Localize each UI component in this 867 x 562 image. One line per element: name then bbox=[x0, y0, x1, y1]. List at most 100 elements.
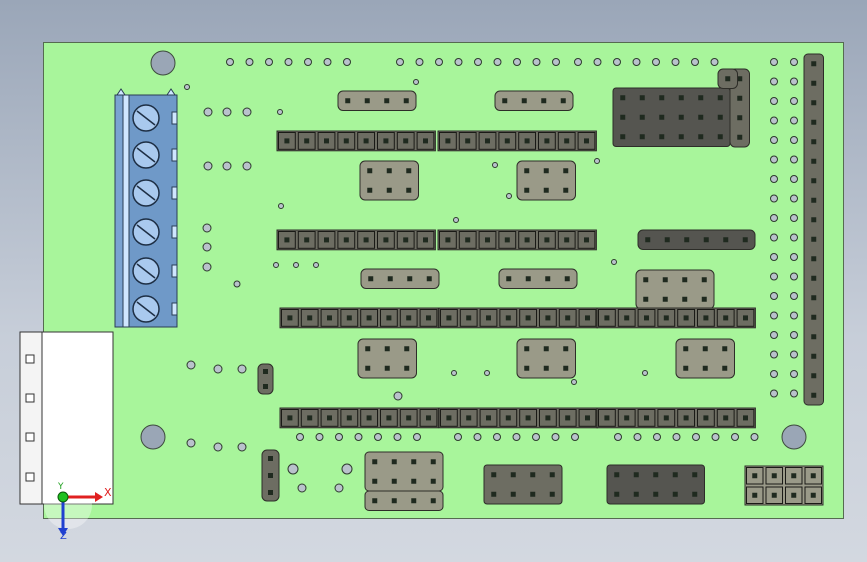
via-hole bbox=[790, 331, 798, 339]
via-hole bbox=[633, 433, 642, 441]
via-hole bbox=[790, 77, 798, 86]
driver-socket bbox=[279, 407, 439, 429]
terminal-screw bbox=[132, 295, 178, 323]
aux-header bbox=[364, 451, 444, 492]
driver-socket bbox=[279, 307, 439, 329]
exp-header bbox=[606, 464, 705, 505]
via-hole bbox=[454, 58, 463, 66]
via-hole bbox=[770, 272, 778, 281]
via-hole bbox=[653, 433, 661, 441]
via-hole bbox=[532, 58, 541, 66]
via-hole bbox=[790, 214, 798, 222]
via-hole bbox=[284, 58, 293, 66]
via-hole bbox=[203, 107, 213, 117]
via-hole bbox=[790, 194, 798, 203]
connector-pin bbox=[25, 354, 35, 364]
via-hole bbox=[790, 155, 798, 164]
microstep-jumper bbox=[516, 338, 576, 379]
via-hole bbox=[315, 433, 324, 441]
via-hole bbox=[571, 379, 577, 385]
via-hole bbox=[750, 433, 759, 441]
via-hole bbox=[790, 116, 798, 125]
via-hole bbox=[790, 350, 798, 359]
io-header-column bbox=[803, 53, 824, 406]
aux-header-column bbox=[729, 68, 750, 148]
mounting-hole-bl bbox=[140, 424, 166, 450]
terminal-screw bbox=[132, 179, 178, 207]
via-hole bbox=[770, 331, 778, 339]
power-jumper bbox=[261, 449, 280, 502]
aux-header bbox=[364, 490, 444, 511]
via-hole bbox=[493, 433, 501, 441]
via-hole bbox=[213, 442, 223, 452]
terminal-screw bbox=[132, 141, 178, 169]
via-hole bbox=[184, 84, 190, 90]
power-jumper bbox=[257, 363, 274, 395]
microstep-jumper bbox=[516, 160, 576, 201]
terminal-screw bbox=[132, 104, 178, 132]
via-hole bbox=[506, 193, 512, 199]
driver-socket bbox=[276, 130, 436, 152]
via-hole bbox=[770, 214, 778, 222]
via-hole bbox=[413, 433, 421, 441]
via-hole bbox=[222, 161, 232, 171]
jumper-header bbox=[360, 268, 440, 289]
via-hole bbox=[770, 253, 778, 261]
via-hole bbox=[473, 433, 482, 441]
via-hole bbox=[313, 262, 319, 268]
via-hole bbox=[226, 58, 234, 66]
via-hole bbox=[551, 433, 560, 441]
via-hole bbox=[632, 58, 641, 66]
via-hole bbox=[413, 79, 419, 85]
via-hole bbox=[770, 233, 778, 242]
via-hole bbox=[552, 58, 560, 66]
via-hole bbox=[451, 370, 457, 376]
via-hole bbox=[341, 463, 353, 475]
via-hole bbox=[237, 364, 247, 374]
via-hole bbox=[691, 58, 699, 66]
via-hole bbox=[277, 109, 283, 115]
via-hole bbox=[710, 58, 719, 66]
via-hole bbox=[335, 433, 343, 441]
via-hole bbox=[202, 262, 212, 272]
via-hole bbox=[334, 483, 344, 493]
jumper-header bbox=[494, 90, 574, 111]
via-hole bbox=[770, 292, 778, 300]
driver-socket bbox=[276, 229, 436, 251]
axis-triad bbox=[44, 481, 103, 536]
via-hole bbox=[278, 203, 284, 209]
via-hole bbox=[484, 370, 490, 376]
via-hole bbox=[770, 350, 778, 359]
via-hole bbox=[613, 58, 621, 66]
via-hole bbox=[790, 272, 798, 281]
screw-terminal-block bbox=[114, 88, 178, 328]
via-hole bbox=[790, 253, 798, 261]
jumper-header bbox=[337, 90, 417, 111]
via-hole bbox=[571, 433, 579, 441]
via-hole bbox=[265, 58, 273, 66]
via-hole bbox=[202, 223, 212, 233]
via-hole bbox=[594, 158, 600, 164]
aux-header-block bbox=[612, 87, 731, 147]
via-hole bbox=[770, 77, 778, 86]
via-hole bbox=[186, 438, 196, 448]
servo-header bbox=[483, 464, 563, 505]
via-hole bbox=[393, 391, 403, 401]
via-hole bbox=[293, 262, 299, 268]
aux-header-cap bbox=[717, 68, 738, 89]
via-hole bbox=[731, 433, 739, 441]
via-hole bbox=[770, 136, 778, 144]
usb-connector bbox=[19, 331, 114, 505]
endstop-header bbox=[637, 229, 756, 250]
driver-socket bbox=[438, 307, 598, 329]
driver-socket bbox=[437, 229, 597, 251]
via-hole bbox=[453, 217, 459, 223]
corner-header bbox=[744, 465, 824, 506]
via-hole bbox=[770, 155, 778, 164]
via-hole bbox=[790, 311, 798, 320]
via-hole bbox=[790, 292, 798, 300]
microstep-jumper bbox=[357, 338, 417, 379]
via-hole bbox=[396, 58, 404, 66]
